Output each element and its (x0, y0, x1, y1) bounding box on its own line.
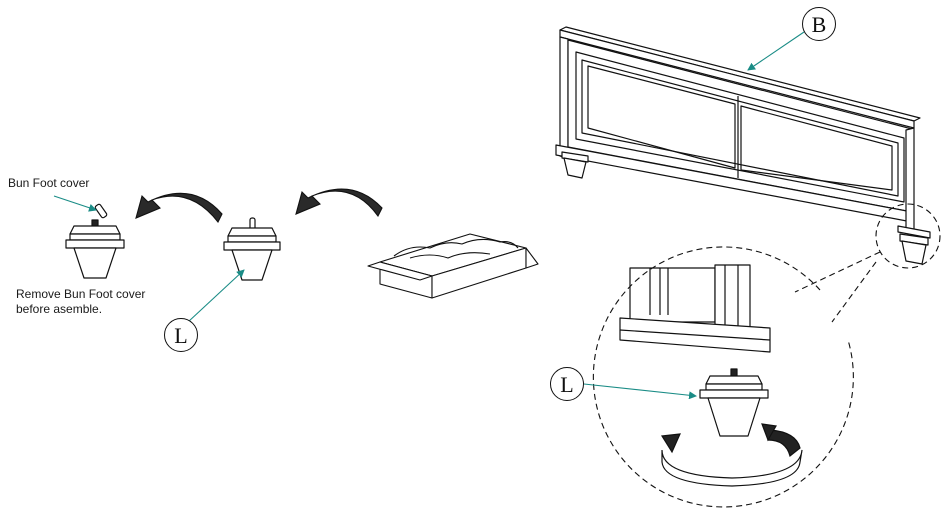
callout-foot-left: L (164, 318, 198, 352)
detail-indicator (592, 203, 941, 508)
rotation-arrow (660, 423, 803, 487)
headboard-illustration (555, 26, 931, 265)
detail-rail-illustration (619, 264, 771, 353)
bun-foot-cover-removed (65, 203, 125, 279)
packing-box (367, 233, 539, 299)
instruction-line-2: before asemble. (16, 302, 103, 316)
leader-lines (53, 31, 805, 400)
bun-foot-with-cover (223, 217, 281, 281)
curved-arrow-right (295, 188, 383, 218)
bun-foot-cover-label: Bun Foot cover (8, 176, 90, 190)
callout-foot-detail: L (550, 367, 584, 401)
callout-headboard: B (802, 7, 836, 41)
curved-arrow-left (135, 192, 223, 224)
detail-bun-foot (699, 368, 769, 437)
instruction-line-1: Remove Bun Foot cover (16, 287, 146, 301)
